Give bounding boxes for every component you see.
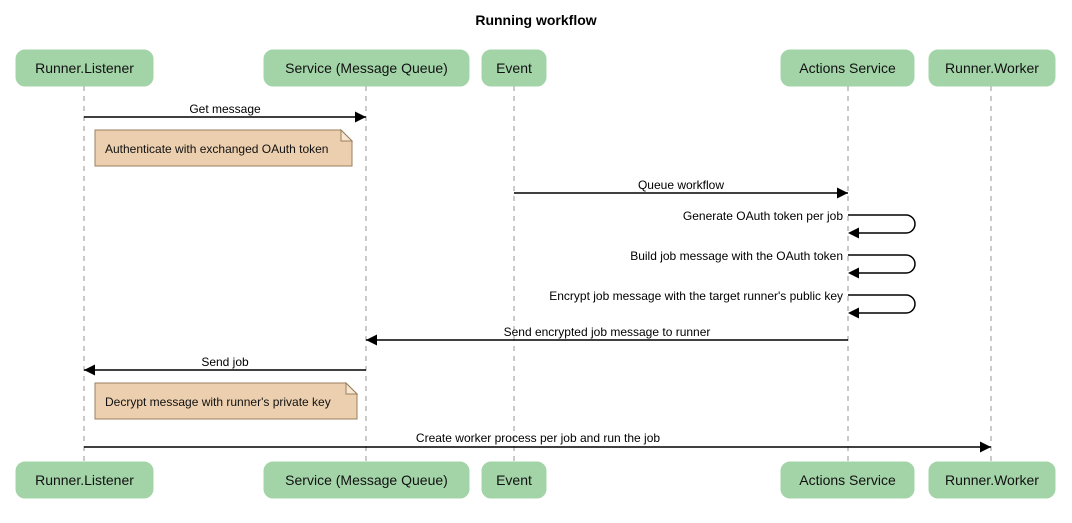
diagram-title: Running workflow bbox=[475, 12, 596, 28]
participant-header-runner_listener[interactable]: Runner.Listener bbox=[15, 49, 154, 87]
message-get-message[interactable]: Get message bbox=[84, 102, 366, 123]
participant-box-runner_worker-header[interactable] bbox=[928, 49, 1056, 87]
participant-header-layer: Runner.Listener Service (Message Queue) Ev… bbox=[15, 49, 1056, 87]
message-encrypt-job-message-with-the-target-runners-public-key[interactable]: Encrypt job message with the target runn… bbox=[549, 289, 916, 319]
note-authenticate-with-exchanged-oauth-token: Authenticate with exchanged OAuth token bbox=[94, 128, 354, 167]
participant-label-actions_service-header: Actions Service bbox=[799, 60, 896, 76]
lifelines-layer bbox=[83, 86, 992, 462]
participant-label-actions_service-footer: Actions Service bbox=[799, 472, 896, 488]
arrowhead-get-message bbox=[355, 111, 366, 123]
message-create-worker-process-per-job-and-run-the-job[interactable]: Create worker process per job and run th… bbox=[84, 431, 991, 453]
message-queue-workflow[interactable]: Queue workflow bbox=[514, 178, 848, 199]
message-send-job[interactable]: Send job bbox=[84, 355, 366, 376]
message-label-send-encrypted-job-message-to-runner: Send encrypted job message to runner bbox=[504, 325, 711, 339]
message-label-build-job-message-with-the-oauth-token: Build job message with the OAuth token bbox=[630, 249, 843, 263]
arrowhead-generate-oauth-token-per-job bbox=[848, 227, 859, 239]
message-label-queue-workflow: Queue workflow bbox=[638, 178, 724, 192]
participant-header-actions_service[interactable]: Actions Service bbox=[780, 49, 915, 87]
participant-label-runner_worker-footer: Runner.Worker bbox=[945, 472, 1039, 488]
message-send-encrypted-job-message-to-runner[interactable]: Send encrypted job message to runner bbox=[366, 325, 848, 346]
participant-label-runner_listener-header: Runner.Listener bbox=[35, 60, 134, 76]
participant-box-event-footer[interactable] bbox=[481, 461, 547, 499]
message-generate-oauth-token-per-job[interactable]: Generate OAuth token per job bbox=[683, 209, 916, 239]
participant-box-service_mq-header[interactable] bbox=[263, 49, 470, 87]
participant-footer-actions_service[interactable]: Actions Service bbox=[780, 461, 915, 499]
participant-header-event[interactable]: Event bbox=[481, 49, 547, 87]
message-label-get-message: Get message bbox=[189, 102, 261, 116]
note-fold-decrypt-message-with-runners-private-key bbox=[345, 381, 359, 395]
participant-label-runner_worker-header: Runner.Worker bbox=[945, 60, 1039, 76]
participant-footer-runner_worker[interactable]: Runner.Worker bbox=[928, 461, 1056, 499]
arrowhead-queue-workflow bbox=[837, 187, 848, 199]
participant-label-service_mq-footer: Service (Message Queue) bbox=[285, 472, 448, 488]
message-label-create-worker-process-per-job-and-run-the-job: Create worker process per job and run th… bbox=[416, 431, 660, 445]
message-label-encrypt-job-message-with-the-target-runners-public-key: Encrypt job message with the target runn… bbox=[549, 289, 843, 303]
participant-box-actions_service-header[interactable] bbox=[780, 49, 915, 87]
message-build-job-message-with-the-oauth-token[interactable]: Build job message with the OAuth token bbox=[630, 249, 916, 279]
message-label-send-job: Send job bbox=[201, 355, 249, 369]
participant-label-runner_listener-footer: Runner.Listener bbox=[35, 472, 134, 488]
arrowhead-send-job bbox=[84, 364, 95, 376]
participant-label-event-header: Event bbox=[496, 60, 532, 76]
participant-box-runner_worker-footer[interactable] bbox=[928, 461, 1056, 499]
participant-header-runner_worker[interactable]: Runner.Worker bbox=[928, 49, 1056, 87]
note-label-decrypt-message-with-runners-private-key: Decrypt message with runner's private ke… bbox=[105, 395, 331, 409]
note-decrypt-message-with-runners-private-key: Decrypt message with runner's private ke… bbox=[94, 381, 359, 420]
participant-footer-runner_listener[interactable]: Runner.Listener bbox=[15, 461, 154, 499]
note-label-authenticate-with-exchanged-oauth-token: Authenticate with exchanged OAuth token bbox=[105, 142, 328, 156]
participant-box-event-header[interactable] bbox=[481, 49, 547, 87]
participant-footer-layer: Runner.Listener Service (Message Queue) Ev… bbox=[15, 461, 1056, 499]
arrowhead-create-worker-process-per-job-and-run-the-job bbox=[980, 441, 991, 453]
arrowhead-send-encrypted-job-message-to-runner bbox=[366, 334, 377, 346]
note-body-authenticate-with-exchanged-oauth-token bbox=[94, 129, 353, 167]
notes-layer: Authenticate with exchanged OAuth tokenD… bbox=[94, 128, 359, 420]
participant-box-runner_listener-footer[interactable] bbox=[15, 461, 154, 499]
participant-box-runner_listener-header[interactable] bbox=[15, 49, 154, 87]
self-loop-path-build-job-message-with-the-oauth-token bbox=[848, 254, 916, 274]
note-body-decrypt-message-with-runners-private-key bbox=[94, 382, 358, 420]
arrowhead-build-job-message-with-the-oauth-token bbox=[848, 267, 859, 279]
note-fold-authenticate-with-exchanged-oauth-token bbox=[340, 128, 354, 142]
participant-header-service_mq[interactable]: Service (Message Queue) bbox=[263, 49, 470, 87]
participant-label-event-footer: Event bbox=[496, 472, 532, 488]
self-loop-path-generate-oauth-token-per-job bbox=[848, 214, 916, 234]
message-label-generate-oauth-token-per-job: Generate OAuth token per job bbox=[683, 209, 843, 223]
participant-box-service_mq-footer[interactable] bbox=[263, 461, 470, 499]
self-loop-path-encrypt-job-message-with-the-target-runners-public-key bbox=[848, 294, 916, 314]
participant-box-actions_service-footer[interactable] bbox=[780, 461, 915, 499]
participant-footer-service_mq[interactable]: Service (Message Queue) bbox=[263, 461, 470, 499]
participant-label-service_mq-header: Service (Message Queue) bbox=[285, 60, 448, 76]
participant-footer-event[interactable]: Event bbox=[481, 461, 547, 499]
arrowhead-encrypt-job-message-with-the-target-runners-public-key bbox=[848, 307, 859, 319]
